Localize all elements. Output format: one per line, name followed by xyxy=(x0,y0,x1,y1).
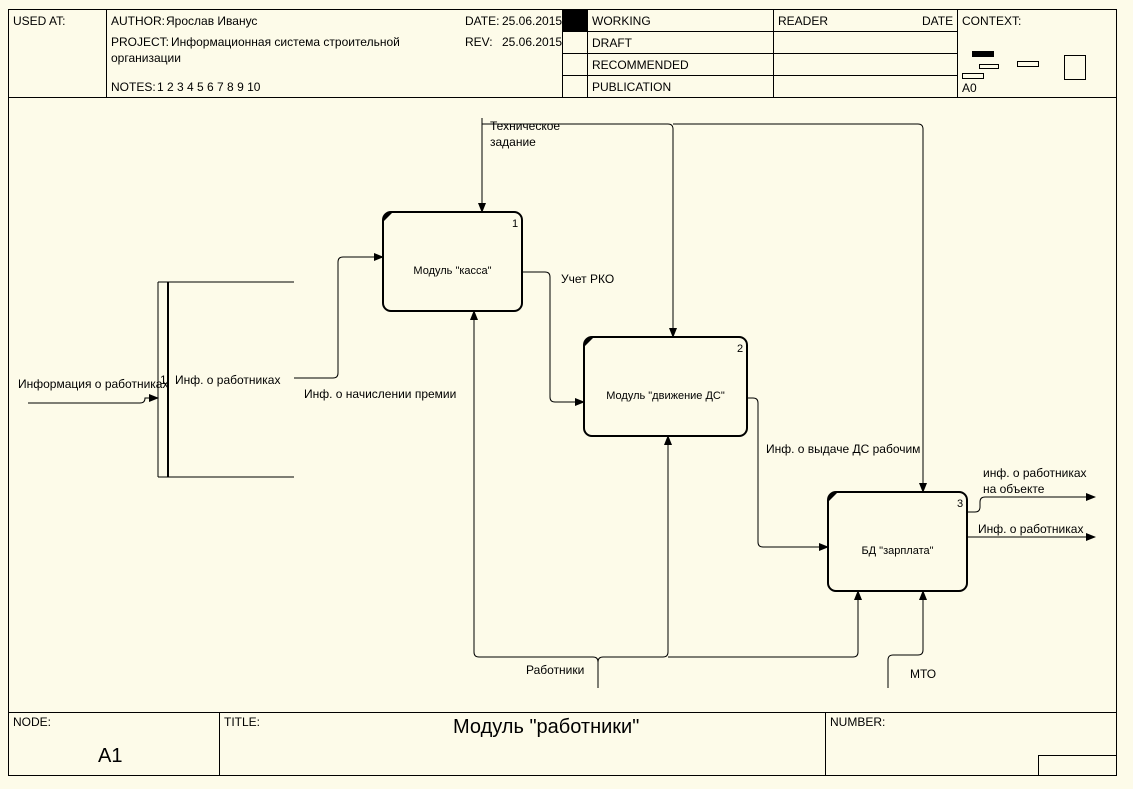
header-row-line xyxy=(562,75,957,76)
box-2-number: 2 xyxy=(737,343,744,355)
project-label: PROJECT: xyxy=(111,35,170,49)
arrow-payout-info[interactable] xyxy=(747,397,829,551)
status-publication: PUBLICATION xyxy=(592,80,672,94)
reader-date-label: DATE xyxy=(922,14,954,28)
box-3-number: 3 xyxy=(957,498,964,510)
header-divider xyxy=(957,9,958,98)
context-thumb-box xyxy=(1017,61,1039,67)
footer-page-box xyxy=(1038,755,1117,776)
box-2-label: Модуль "движение ДС" xyxy=(606,390,725,402)
arrow-mto[interactable] xyxy=(887,590,927,688)
arrow-workers-info-in[interactable] xyxy=(28,394,159,404)
context-thumb-page xyxy=(1064,55,1086,80)
context-thumb-filled xyxy=(972,51,994,57)
footer-divider xyxy=(825,712,826,776)
arrow-site-workers-out[interactable] xyxy=(967,493,1096,513)
label-tech-task-1: Техническое xyxy=(490,119,561,133)
context-label: CONTEXT: xyxy=(962,14,1022,28)
footer-frame xyxy=(8,712,1117,776)
activity-box-2[interactable] xyxy=(583,336,748,437)
label-workers-info-out: Инф. о работниках xyxy=(978,522,1084,536)
label-rko: Учет РКО xyxy=(561,272,615,286)
label-bonus-info: Инф. о начислении премии xyxy=(304,387,457,401)
footer-divider xyxy=(219,712,220,776)
context-thumb-box xyxy=(979,64,999,69)
notes-values: 1 2 3 4 5 6 7 8 9 10 xyxy=(157,80,261,94)
label-workers: Работники xyxy=(526,663,585,677)
node-value: A1 xyxy=(98,745,123,767)
date-value: 25.06.2015 xyxy=(502,14,563,28)
arrow-workers-mech-3[interactable] xyxy=(668,590,862,658)
label-site-workers-2: на объекте xyxy=(983,482,1045,496)
arrow-bonus-info[interactable] xyxy=(294,253,384,379)
box-1-number: 1 xyxy=(512,218,519,230)
node-label: NODE: xyxy=(13,715,52,729)
working-status-marker xyxy=(563,10,587,31)
status-draft: DRAFT xyxy=(592,36,632,50)
notes-label: NOTES: xyxy=(111,80,156,94)
date-label: DATE: xyxy=(465,14,500,28)
arrow-tech-task-branch-2[interactable] xyxy=(482,123,677,338)
label-payout-info: Инф. о выдаче ДС рабочим xyxy=(766,442,921,456)
activity-box-3[interactable] xyxy=(827,491,968,592)
data-store-shape xyxy=(157,281,294,478)
activity-box-1[interactable] xyxy=(382,211,523,312)
label-tech-task-2: задание xyxy=(490,135,536,149)
store-label: Инф. о работниках xyxy=(175,373,281,387)
arrow-workers-mech[interactable] xyxy=(470,310,599,688)
label-site-workers-1: инф. о работниках xyxy=(983,466,1087,480)
reader-label: READER xyxy=(778,14,829,28)
store-number: 1 xyxy=(160,373,167,387)
arrow-tech-task-branch-3[interactable] xyxy=(673,123,927,493)
header-row-line xyxy=(562,53,957,54)
header-row-line xyxy=(562,31,957,32)
label-workers-info-in: Информация о работниках xyxy=(18,377,169,391)
rev-label: REV: xyxy=(465,35,493,49)
context-node: A0 xyxy=(962,81,977,95)
rev-value: 25.06.2015 xyxy=(502,35,563,49)
status-recommended: RECOMMENDED xyxy=(592,58,689,72)
used-at-label: USED AT: xyxy=(13,14,66,28)
header-divider xyxy=(106,9,107,98)
box-3-label: БД "зарплата" xyxy=(861,545,934,557)
label-mto: МТО xyxy=(910,667,937,681)
status-working: WORKING xyxy=(592,14,651,28)
context-thumb-box xyxy=(962,73,984,79)
arrow-rko[interactable] xyxy=(522,271,585,406)
title-label: TITLE: xyxy=(224,715,261,729)
number-label: NUMBER: xyxy=(830,715,886,729)
box-1-label: Модуль "касса" xyxy=(413,265,492,277)
author-value: Ярослав Иванус xyxy=(166,14,258,28)
arrow-workers-mech-2[interactable] xyxy=(597,435,672,663)
project-value-line2: организации xyxy=(111,51,181,65)
diagram-title: Модуль "работники" xyxy=(453,716,640,738)
author-label: AUTHOR: xyxy=(111,14,165,28)
project-value-line1: Информационная система строительной xyxy=(171,35,400,49)
